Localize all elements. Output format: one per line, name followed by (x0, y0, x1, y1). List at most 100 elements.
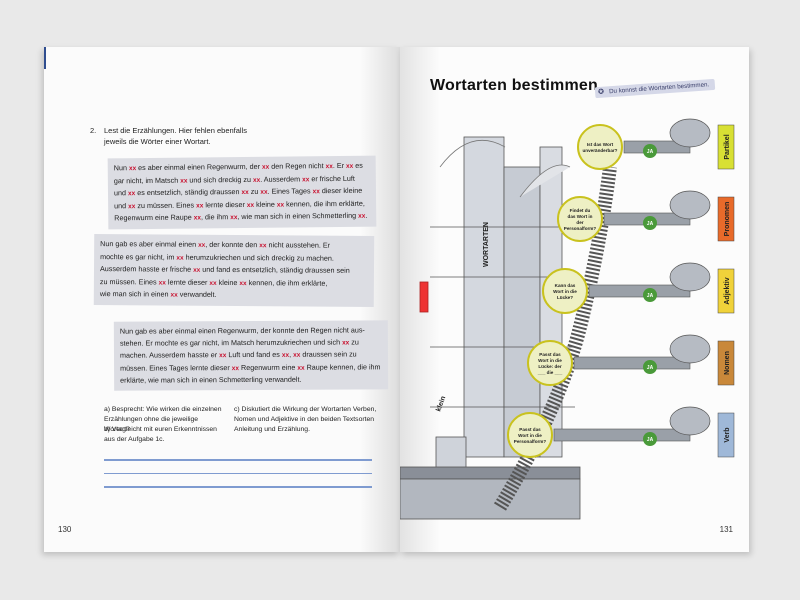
word-class-box (717, 124, 735, 170)
story-text: er frische Luft (309, 173, 355, 183)
question-text: Passt das (539, 352, 561, 357)
learning-goal-badge: ✪ Du konnst die Wortarten bestimmen. (594, 78, 716, 99)
story-text: und (114, 200, 129, 211)
story-text: kleine (216, 277, 240, 287)
story-text: es aber einmal einen Regenwurm, der (136, 161, 263, 173)
story-text: Regenwurm eine Raupe (114, 212, 194, 223)
gap-marker: xx (180, 177, 188, 185)
gear-icon: ✪ (597, 88, 605, 96)
tower-label: WORTARTEN (483, 222, 490, 267)
word-class-box (717, 268, 735, 314)
story-text: Regenwurm eine (239, 362, 298, 372)
question-circle (577, 124, 623, 170)
story-text: Nun gab es aber einmal einen (100, 239, 199, 249)
story-line: Regenwurm eine Raupe xx, die ihm xx, wie… (114, 210, 370, 225)
story-text: Raupe kennen, die ihm (304, 362, 381, 372)
output-drum (669, 262, 711, 292)
question-text: ___ die ___ (537, 370, 563, 375)
story-text: Luft und fand es (226, 350, 282, 360)
story-text: es entsetzlich, ständig draussen (135, 187, 242, 198)
right-page: Wortarten bestimmen ✪ Du konnst die Wort… (400, 47, 749, 552)
story-line: erklärte, wie man sich in einen Schmette… (120, 374, 382, 387)
question-text: Lücke? (557, 295, 573, 300)
question-b: b) Vergleicht mit euren Erkenntnissen au… (104, 426, 217, 443)
output-pipe (553, 428, 691, 442)
story-text: und (113, 188, 129, 198)
word-class-label: Verb (724, 427, 731, 442)
question-text: Kann das (555, 283, 576, 288)
learning-goal-text: Du konnst die Wortarten bestimmen. (608, 81, 710, 96)
ja-label: JA (647, 221, 654, 227)
task-number: 2. (90, 126, 97, 135)
question-text: der (576, 220, 583, 225)
story-text: Nun gab es aber einmal einen Regenwurm, … (119, 325, 365, 336)
story-text: stehen. Er mochte es gar nicht, im Matsc… (119, 337, 343, 348)
story-text: verwandelt. (177, 289, 217, 300)
output-drum (669, 118, 711, 148)
story-line: müssen. Eines Tages lernte dieser xx Reg… (120, 361, 382, 375)
question-text: Personalform? (514, 439, 547, 444)
story-line: Nun gab es aber einmal einen Regenwurm, … (120, 324, 382, 337)
question-text: Lücke: der (538, 364, 561, 369)
question-c: c) Diskutiert die Wirkung der Wortarten … (234, 406, 377, 433)
word-class-label: Pronomen (724, 202, 731, 237)
story-text: Ausserdem hasste er frische (99, 264, 194, 274)
story-text: zu müssen. Eines (99, 276, 159, 287)
question-text: Passt das (519, 427, 541, 432)
story-text: zu müssen. Eines (135, 200, 197, 210)
story-strip-1: Nun xx es aber einmal einen Regenwurm, d… (107, 155, 377, 230)
ja-marker (643, 144, 657, 158)
page-number-left: 130 (58, 525, 72, 534)
story-strip-3: Nun gab es aber einmal einen Regenwurm, … (113, 320, 389, 391)
output-drum (669, 334, 711, 364)
story-text: gar nicht, im Matsch (113, 175, 181, 185)
question-text: das Wort in (568, 214, 593, 219)
question-text: Wort in die (553, 289, 577, 294)
page-edge-mark (44, 47, 46, 69)
story-line: machen. Ausserdem hasste er xx Luft und … (120, 349, 382, 363)
output-drum (669, 190, 711, 220)
story-text: . (365, 211, 368, 221)
ja-marker (643, 288, 657, 302)
gap-marker: xx (193, 214, 202, 222)
story-text: nicht ausstehen. Er (266, 240, 331, 250)
story-text: kennen, die ihm erklärte, (246, 277, 328, 288)
story-text: , der konnte den (205, 239, 260, 250)
story-text: zu (349, 337, 359, 347)
story-text: herumzukriechen und sich dreckig zu mach… (183, 252, 334, 263)
story-text: den Regen nicht (269, 161, 326, 171)
gap-marker: xx (297, 364, 305, 372)
gap-marker: xx (239, 279, 247, 287)
ja-label: JA (647, 365, 654, 371)
gap-marker: xx (231, 364, 240, 372)
story-text: , die ihm (200, 212, 231, 222)
word-class-box (717, 340, 735, 386)
output-pipe (588, 284, 691, 298)
gap-marker: xx (241, 189, 249, 197)
ja-label: JA (647, 293, 654, 299)
story-text: kennen, die ihm erklärte, (284, 198, 365, 209)
gap-marker: xx (170, 291, 178, 299)
story-text: mochte es gar nicht, im (100, 251, 177, 262)
writing-line (104, 486, 372, 488)
story-line: wie man sich in einen xx verwandelt. (100, 288, 368, 302)
output-drum (669, 406, 711, 436)
question-circle (527, 340, 573, 386)
story-text: lernte dieser (203, 199, 247, 210)
story-text: lernte dieser (165, 277, 210, 287)
gap-marker: xx (276, 201, 285, 209)
writing-lines (104, 459, 372, 499)
story-text: dieser kleine (319, 185, 363, 196)
word-class-box (717, 196, 735, 242)
question-a: a) Besprecht: Wie wirken die einzelnen E… (104, 406, 222, 433)
ja-marker (643, 216, 657, 230)
story-text: erklärte, wie man sich in einen Schmette… (120, 375, 302, 386)
question-circle (542, 268, 588, 314)
page-number-right: 131 (719, 525, 733, 534)
gap-marker: xx (246, 201, 255, 209)
gap-marker: xx (209, 279, 217, 287)
task-instruction: 2. Lest die Erzählungen. Hier fehlen ebe… (90, 125, 264, 147)
output-pipe (573, 356, 691, 370)
story-text: draussen sein zu (300, 349, 357, 359)
